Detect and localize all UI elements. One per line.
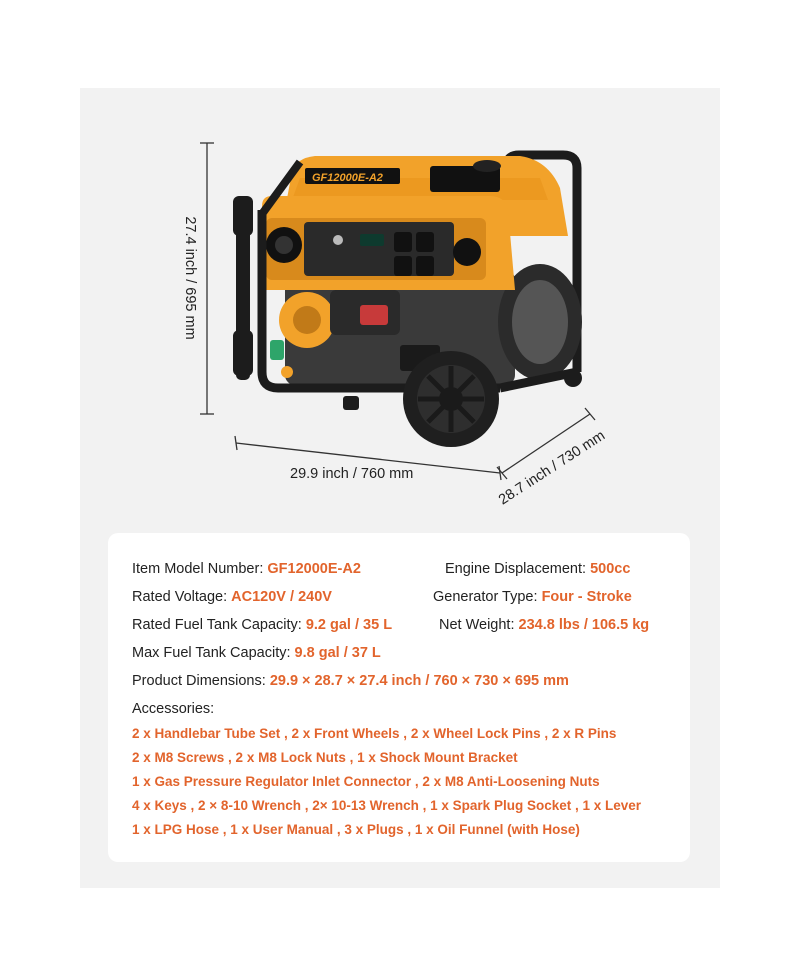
- spec-model-value: GF12000E-A2: [267, 561, 361, 577]
- spec-engine-label: Engine Displacement:: [445, 561, 587, 577]
- specs-card: [108, 533, 690, 862]
- spec-rated-fuel-label: Rated Fuel Tank Capacity:: [132, 617, 302, 633]
- outlet-2: [416, 232, 434, 252]
- accessories-line-2: 2 x M8 Screws , 2 x M8 Lock Nuts , 1 x S…: [132, 750, 518, 765]
- accessories-line-5: 1 x LPG Hose , 1 x User Manual , 3 x Plu…: [132, 822, 580, 837]
- accessories-line-1: 2 x Handlebar Tube Set , 2 x Front Wheel…: [132, 726, 617, 741]
- spec-dimensions-value: 29.9 × 28.7 × 27.4 inch / 760 × 730 × 69…: [269, 673, 569, 689]
- spec-voltage: Rated Voltage: AC120V / 240V: [132, 589, 332, 605]
- spec-net-weight: Net Weight: 234.8 lbs / 106.5 kg: [439, 617, 649, 633]
- spec-engine: Engine Displacement: 500cc: [445, 561, 630, 577]
- outlet-1: [394, 232, 412, 252]
- twist-lock-outlet: [453, 238, 481, 266]
- outlet-4: [416, 256, 434, 276]
- front-frame: [257, 210, 500, 393]
- breaker: [270, 340, 284, 360]
- rear-foot: [564, 369, 582, 387]
- spec-generator-type: Generator Type: Four - Stroke: [433, 589, 632, 605]
- handlebar: [233, 196, 253, 380]
- height-dimension-label: 27.4 inch / 695 mm: [182, 216, 198, 340]
- width-dimension-line: [234, 435, 502, 481]
- spec-net-weight-label: Net Weight:: [439, 617, 515, 633]
- height-dimension-line: [200, 142, 214, 415]
- fuel-tank-label: [305, 168, 400, 184]
- spec-voltage-label: Rated Voltage:: [132, 589, 228, 605]
- accessories-line-3: 1 x Gas Pressure Regulator Inlet Connect…: [132, 774, 600, 789]
- spec-accessories-label: Accessories:: [132, 701, 215, 717]
- spec-rated-fuel: Rated Fuel Tank Capacity: 9.2 gal / 35 L: [132, 617, 392, 633]
- depth-dimension-line: [496, 407, 596, 480]
- wheel: [403, 351, 499, 447]
- accessories-line-4: 4 x Keys , 2 × 8-10 Wrench , 2× 10-13 Wr…: [132, 798, 642, 813]
- spec-engine-value: 500cc: [590, 561, 631, 577]
- outlet-3: [394, 256, 412, 276]
- spec-net-weight-value: 234.8 lbs / 106.5 kg: [518, 617, 650, 633]
- spec-generator-type-label: Generator Type:: [433, 589, 538, 605]
- model-plate-text: GF12000E-A2: [312, 172, 383, 184]
- spec-voltage-value: AC120V / 240V: [231, 589, 332, 605]
- spec-rated-fuel-value: 9.2 gal / 35 L: [305, 617, 393, 633]
- spec-model: Item Model Number: GF12000E-A2: [132, 561, 361, 577]
- width-dimension-label: 29.9 inch / 760 mm: [290, 466, 414, 482]
- spec-dimensions: Product Dimensions: 29.9 × 28.7 × 27.4 i…: [132, 673, 569, 689]
- spec-dimensions-label: Product Dimensions:: [132, 673, 266, 689]
- fuel-cap: [473, 160, 501, 172]
- spec-max-fuel: Max Fuel Tank Capacity: 9.8 gal / 37 L: [132, 645, 381, 661]
- spec-max-fuel-label: Max Fuel Tank Capacity:: [132, 645, 291, 661]
- spec-generator-type-value: Four - Stroke: [541, 589, 632, 605]
- spec-max-fuel-value: 9.8 gal / 37 L: [294, 645, 381, 661]
- spec-model-label: Item Model Number:: [132, 561, 264, 577]
